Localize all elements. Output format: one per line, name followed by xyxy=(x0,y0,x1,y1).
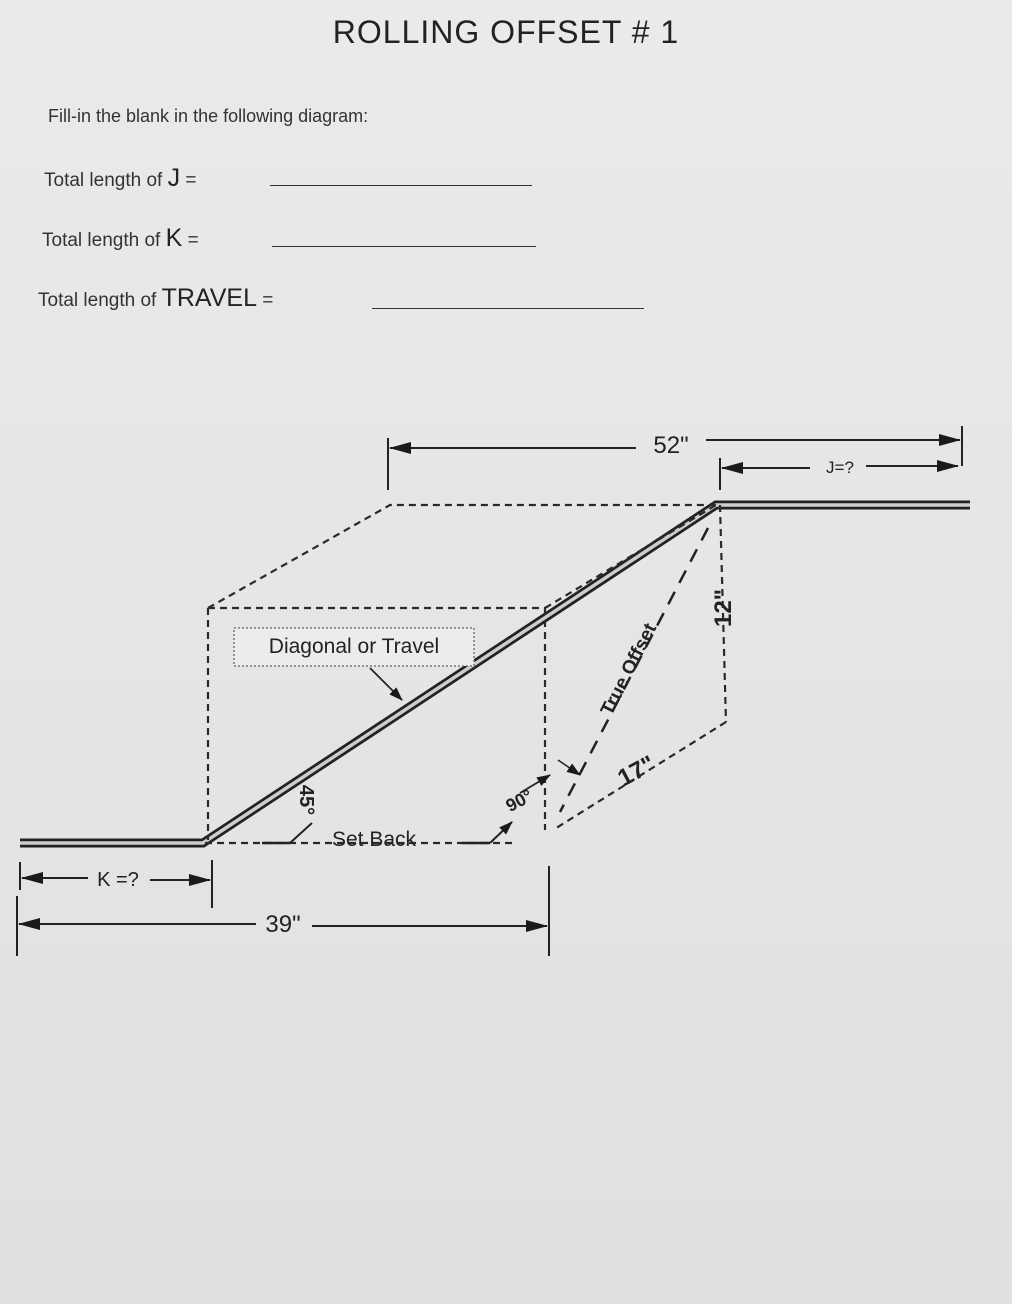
dimension-52-label: 52" xyxy=(653,432,688,459)
dimension-k: K =? xyxy=(19,860,213,908)
question-travel-suffix: = xyxy=(262,290,274,311)
set-back-label: Set Back xyxy=(332,828,417,851)
page-title: ROLLING OFFSET # 1 xyxy=(332,14,680,50)
true-offset-label: True Offset xyxy=(597,619,662,718)
answer-blank-k[interactable] xyxy=(272,246,536,247)
question-k-var: K xyxy=(165,224,183,252)
dimension-39: 39" xyxy=(16,866,550,956)
question-j-suffix: = xyxy=(185,170,197,191)
angle-45-label: 45° xyxy=(295,785,317,815)
answer-blank-j[interactable] xyxy=(270,185,532,186)
question-k-prefix: Total length of xyxy=(42,230,161,251)
set-back-callout: Set Back xyxy=(262,821,513,851)
true-offset-line xyxy=(558,527,710,813)
dimension-j-label: J=? xyxy=(826,458,854,477)
question-j-prefix: Total length of xyxy=(44,170,163,191)
question-j-var: J xyxy=(167,164,181,192)
question-j: Total length of J = xyxy=(44,164,196,193)
question-travel: Total length of TRAVEL = xyxy=(38,284,273,313)
dimension-12-label: 12" xyxy=(710,589,737,627)
question-k: Total length of K = xyxy=(42,224,199,253)
dimension-k-label: K =? xyxy=(97,869,139,891)
dimension-52: 52" xyxy=(387,426,963,490)
question-travel-prefix: Total length of xyxy=(38,290,157,311)
instructions-text: Fill-in the blank in the following diagr… xyxy=(48,106,369,126)
answer-blank-travel[interactable] xyxy=(372,308,644,309)
travel-callout: Diagonal or Travel xyxy=(233,627,475,701)
dimension-j: J=? xyxy=(719,458,959,490)
dimension-17-label: 17" xyxy=(613,751,659,793)
dimension-39-label: 39" xyxy=(265,911,300,938)
question-travel-var: TRAVEL xyxy=(161,284,257,312)
travel-label: Diagonal or Travel xyxy=(269,635,439,658)
angle-90-label: 90° xyxy=(502,785,535,815)
question-k-suffix: = xyxy=(187,230,199,251)
pipe-run xyxy=(20,500,970,848)
